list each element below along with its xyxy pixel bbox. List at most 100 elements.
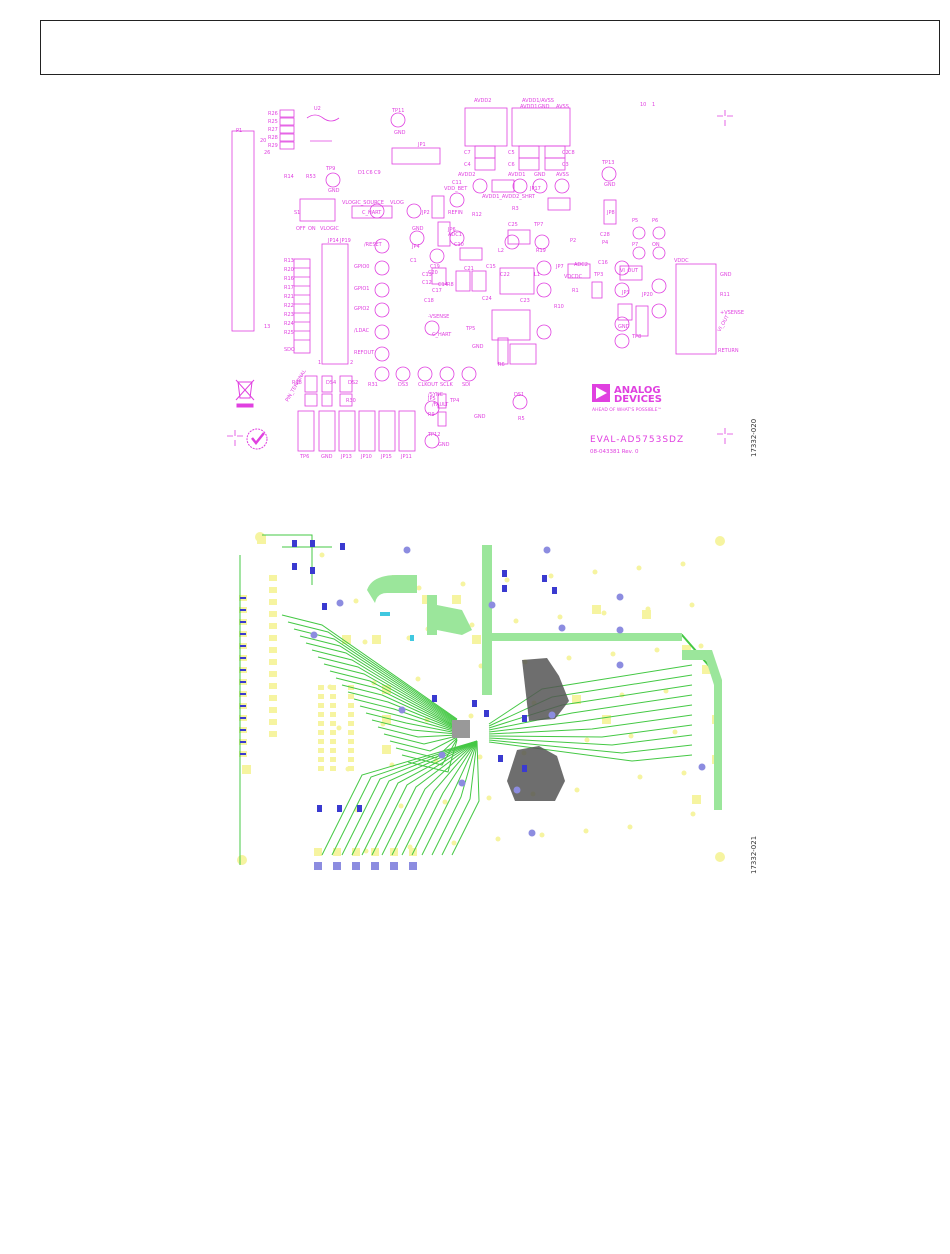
silk-label: C6 xyxy=(508,162,515,168)
trace xyxy=(451,740,480,856)
silk-label: R16 xyxy=(284,276,294,282)
silk-label: ADC2 xyxy=(574,262,588,268)
silk-label: GND xyxy=(438,442,450,448)
pad xyxy=(654,647,660,653)
pad xyxy=(318,694,324,699)
silk-label: P2 xyxy=(570,238,576,244)
pad xyxy=(636,565,642,571)
pad xyxy=(318,730,324,735)
pad xyxy=(330,757,336,762)
board-rev: 08-043381 Rev. 0 xyxy=(590,449,639,455)
trace xyxy=(488,724,693,738)
silk-label: C7 xyxy=(464,150,471,156)
component xyxy=(292,563,297,570)
via xyxy=(616,626,624,634)
silk-label: R18 xyxy=(292,380,302,386)
trace xyxy=(281,614,458,720)
silk-label: 10 xyxy=(640,102,646,108)
via xyxy=(488,601,496,609)
logo-line1: ANALOG xyxy=(614,385,661,396)
pad xyxy=(330,712,336,717)
component xyxy=(522,715,527,722)
silk-label: C5 xyxy=(508,150,515,156)
trace xyxy=(347,691,458,731)
silk-label: 1 xyxy=(652,102,655,108)
silk-label: R1 xyxy=(572,288,579,294)
trace xyxy=(488,704,693,733)
silk-label: AVSS xyxy=(556,104,569,110)
component xyxy=(240,657,246,659)
silk-label: C6 xyxy=(366,170,373,176)
pcb-pads xyxy=(237,532,725,865)
silk-label: /LDAC xyxy=(354,328,370,334)
silk-label: R19 xyxy=(536,248,546,254)
silk-label: SCLK xyxy=(440,382,453,388)
copper-pour xyxy=(367,545,722,810)
trace xyxy=(371,719,458,735)
component xyxy=(240,633,246,635)
component xyxy=(322,603,327,610)
component xyxy=(240,729,246,731)
pad xyxy=(330,766,336,771)
silk-label: R17 xyxy=(284,285,294,291)
silk-label: VI_OUT xyxy=(620,268,639,274)
trace xyxy=(353,698,458,732)
silk-label: C18 xyxy=(424,298,434,304)
silk-label: TP7 xyxy=(533,222,543,228)
silk-label: C3 xyxy=(562,162,569,168)
silk-label: R20 xyxy=(284,267,294,273)
pad xyxy=(592,569,598,575)
silk-label: JP17 xyxy=(529,186,541,192)
component xyxy=(409,862,417,870)
silk-label: SDI xyxy=(462,382,471,388)
trace xyxy=(377,726,458,738)
silk-label: P7 xyxy=(632,242,638,248)
trace xyxy=(305,642,458,724)
pad xyxy=(269,659,277,665)
copper-layer-figure xyxy=(237,532,725,870)
silk-label: SDO xyxy=(284,347,295,353)
analog-devices-logo: ANALOG DEVICES AHEAD OF WHAT'S POSSIBLE™ xyxy=(592,384,662,413)
pad xyxy=(318,712,324,717)
pad xyxy=(318,703,324,708)
pad xyxy=(318,766,324,771)
silk-label: C22 xyxy=(500,272,510,278)
pad xyxy=(348,766,354,771)
silk-label: +VSENSE xyxy=(720,310,744,316)
component xyxy=(240,681,246,683)
silk-label: JP6 xyxy=(447,227,456,233)
pad xyxy=(269,575,277,581)
pad xyxy=(269,635,277,641)
silk-label: L1 xyxy=(534,272,540,278)
silkscreen-figure: ANALOG DEVICES AHEAD OF WHAT'S POSSIBLE™… xyxy=(227,98,744,460)
via xyxy=(513,786,521,794)
pad xyxy=(345,766,351,772)
trace xyxy=(401,740,478,856)
pad xyxy=(628,733,634,739)
pad xyxy=(557,614,563,620)
component xyxy=(292,540,297,547)
component xyxy=(498,755,503,762)
pad xyxy=(269,623,277,629)
silk-label: AVDD2 xyxy=(458,172,475,178)
component xyxy=(502,585,507,592)
pad xyxy=(382,715,391,724)
component xyxy=(317,805,322,812)
silk-label: TP13 xyxy=(601,160,614,166)
pad xyxy=(451,840,457,846)
via xyxy=(398,706,406,714)
silk-label: JP1 xyxy=(417,142,426,148)
component xyxy=(552,587,557,594)
via xyxy=(336,599,344,607)
pad xyxy=(642,610,651,619)
silk-label: R3 xyxy=(512,206,519,212)
pad xyxy=(333,848,341,856)
silk-label: P4 xyxy=(602,240,608,246)
pad xyxy=(269,719,277,725)
pad xyxy=(680,561,686,567)
pad xyxy=(269,671,277,677)
silk-label: GPIO2 xyxy=(354,306,369,312)
via xyxy=(698,763,706,771)
trace xyxy=(329,670,458,728)
silk-label: R27 xyxy=(268,127,278,133)
